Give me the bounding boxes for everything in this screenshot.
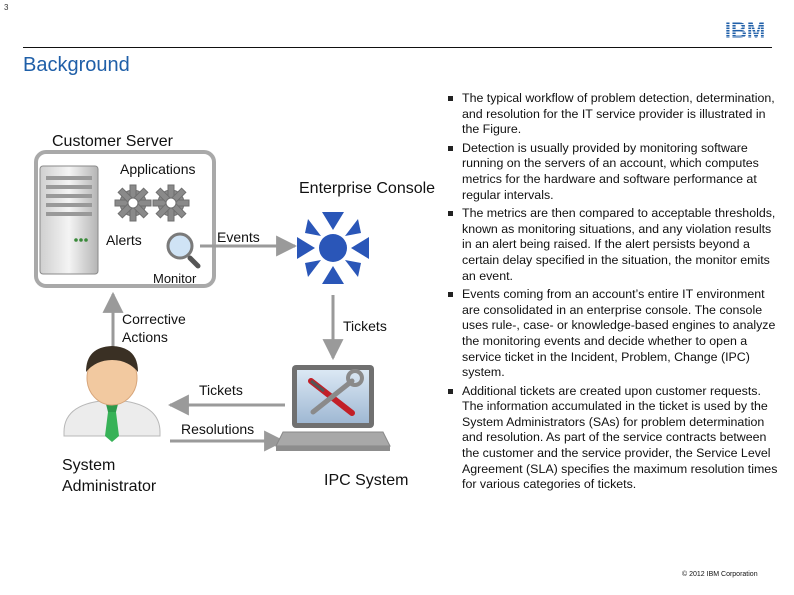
- tickets-left-label: Tickets: [199, 382, 243, 398]
- bullet-item: Additional tickets are created upon cust…: [448, 384, 778, 493]
- bullet-item: The typical workflow of problem detectio…: [448, 91, 778, 138]
- bullet-item: The metrics are then compared to accepta…: [448, 206, 778, 284]
- svg-text:IBM: IBM: [725, 20, 765, 40]
- laptop-tools-icon: [275, 365, 391, 451]
- bullet-text: Detection is usually provided by monitor…: [462, 140, 759, 202]
- header-rule: [23, 47, 772, 48]
- resolutions-label: Resolutions: [181, 421, 255, 437]
- bullet-list: The typical workflow of problem detectio…: [448, 91, 778, 496]
- server-icon: [39, 165, 99, 275]
- slide-title: Background: [23, 54, 130, 76]
- bullet-text: Additional tickets are created upon cust…: [462, 383, 778, 492]
- copyright-footer: © 2012 IBM Corporation: [682, 571, 758, 578]
- bullet-icon: [448, 292, 453, 298]
- page-number: 3: [4, 3, 9, 12]
- system-admin-line2: Administrator: [62, 478, 157, 495]
- corrective-actions-line2: Actions: [122, 329, 168, 345]
- enterprise-console-label: Enterprise Console: [299, 180, 436, 197]
- corrective-actions-label: Corrective Actions: [122, 310, 186, 346]
- console-hub-icon: [297, 212, 369, 284]
- monitor-label: Monitor: [153, 271, 197, 286]
- bullet-icon: [448, 145, 453, 151]
- customer-server-box: [34, 150, 216, 288]
- system-admin-line1: System: [62, 457, 116, 474]
- bullet-text: The typical workflow of problem detectio…: [462, 91, 775, 137]
- bullet-text: Events coming from an account’s entire I…: [462, 287, 776, 380]
- bullet-item: Detection is usually provided by monitor…: [448, 141, 778, 203]
- ipc-system-label: IPC System: [324, 472, 409, 489]
- bullet-text: The metrics are then compared to accepta…: [462, 206, 776, 283]
- magnifier-icon: [166, 232, 201, 269]
- system-admin-label: System Administrator: [62, 455, 156, 497]
- corrective-actions-line1: Corrective: [122, 311, 186, 327]
- customer-server-label: Customer Server: [52, 133, 173, 150]
- bullet-item: Events coming from an account’s entire I…: [448, 287, 778, 381]
- bullet-icon: [448, 96, 453, 101]
- tickets-right-label: Tickets: [343, 318, 387, 334]
- bullet-icon: [448, 388, 453, 394]
- person-icon: [63, 346, 161, 442]
- applications-label: Applications: [120, 161, 196, 177]
- events-label: Events: [217, 229, 260, 245]
- alerts-label: Alerts: [106, 232, 142, 248]
- bullet-icon: [448, 211, 453, 217]
- gears-icon: [114, 184, 190, 222]
- ibm-logo: IBM: [725, 20, 765, 40]
